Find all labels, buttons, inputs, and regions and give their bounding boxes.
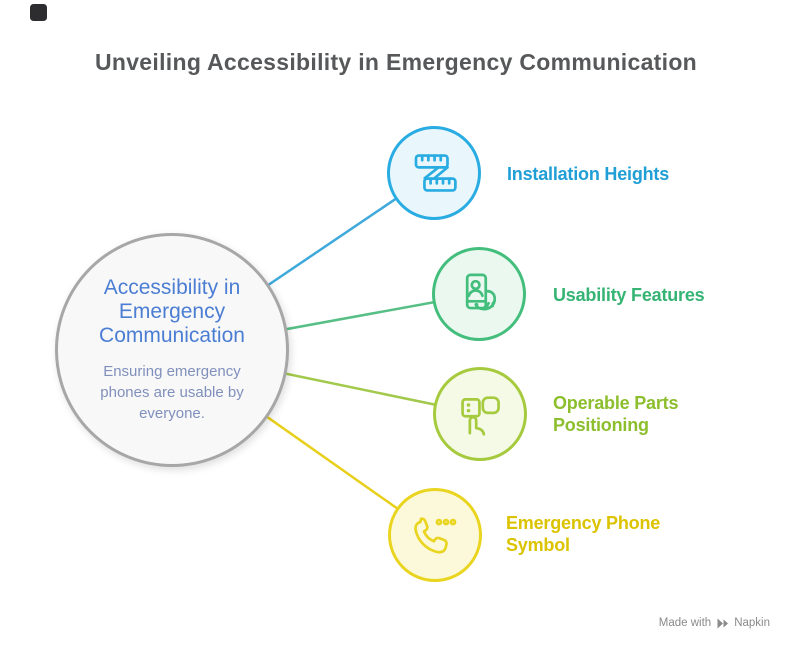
node-circle-emergency-phone	[388, 488, 482, 582]
napkin-watermark[interactable]: Made with Napkin	[659, 617, 770, 629]
node-label-installation-heights: Installation Heights	[507, 164, 670, 184]
watermark-brand: Napkin	[734, 617, 770, 629]
finger-pressing-button-icon	[461, 396, 500, 436]
corner-marker	[30, 4, 47, 21]
center-node-subtitle: Ensuring emergency phones are usable by …	[100, 363, 244, 422]
napkin-logo-icon	[717, 618, 729, 628]
watermark-prefix: Made with	[658, 617, 712, 629]
node-label-emergency-phone: Emergency Phone Symbol	[506, 513, 661, 555]
hand-holding-phone-icon	[465, 273, 497, 311]
center-node: Accessibility in Emergency Communication…	[55, 233, 289, 467]
node-label-usability-features: Usability Features	[553, 285, 705, 305]
node-circle-operable-parts	[433, 367, 527, 461]
center-node-title: Accessibility in Emergency Communication	[99, 276, 245, 347]
node-circle-usability-features	[432, 247, 526, 341]
measuring-tape-icon	[414, 154, 457, 192]
node-circle-installation-heights	[387, 126, 481, 220]
node-label-operable-parts: Operable Parts Positioning	[553, 393, 679, 435]
page-title: Unveiling Accessibility in Emergency Com…	[94, 49, 698, 75]
phone-handset-icon	[414, 517, 457, 554]
